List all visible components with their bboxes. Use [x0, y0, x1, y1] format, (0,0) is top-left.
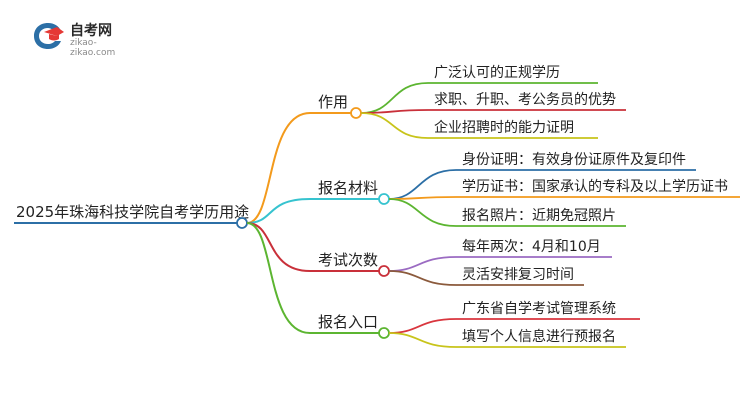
leaf-label-1-2: 求职、升职、考公务员的优势: [434, 92, 616, 108]
leaf-label-3-2: 灵活安排复习时间: [462, 266, 574, 283]
leaf-connector-4-1: [388, 318, 640, 334]
leaf-label-4-2: 填写个人信息进行预报名: [462, 328, 616, 345]
leaf-connector-3-2: [388, 270, 584, 286]
leaf-connector-2-3: [388, 198, 626, 227]
root-node[interactable]: [236, 217, 248, 229]
branch-connector-3: [246, 222, 311, 272]
leaf-label-1-1: 广泛认可的正规学历: [434, 65, 560, 81]
leaf-connector-1-2: [360, 109, 626, 114]
branch-node-3[interactable]: [378, 265, 390, 277]
leaf-connector-3-1: [388, 256, 612, 272]
branch-connector-2: [246, 198, 311, 224]
branch-connector-1: [246, 112, 311, 224]
leaf-connector-2-1: [388, 169, 696, 200]
site-logo[interactable]: 自考网 zikao-zikao.com: [30, 18, 140, 58]
branch-label-3: 考试次数: [318, 251, 378, 269]
leaf-connector-2-2: [388, 196, 740, 200]
logo-title: 自考网: [70, 23, 112, 39]
leaf-connector-4-2: [388, 332, 626, 348]
graduation-cap-icon: [34, 23, 64, 49]
branch-label-1: 作用: [318, 93, 348, 111]
leaf-label-4-1: 广东省自学考试管理系统: [462, 301, 616, 317]
branch-label-4: 报名入口: [318, 313, 378, 331]
leaf-label-3-1: 每年两次：4月和10月: [462, 239, 601, 255]
branch-connector-4: [246, 222, 311, 334]
leaf-connector-1-1: [360, 82, 598, 114]
branch-label-2: 报名材料: [318, 179, 378, 197]
root-label: 2025年珠海科技学院自考学历用途: [16, 203, 249, 221]
branch-node-1[interactable]: [350, 107, 362, 119]
branch-node-4[interactable]: [378, 327, 390, 339]
leaf-connector-1-3: [360, 112, 598, 139]
logo-url: zikao-zikao.com: [70, 38, 116, 58]
leaf-label-2-2: 学历证书：国家承认的专科及以上学历证书: [462, 178, 728, 195]
leaf-label-2-1: 身份证明：有效身份证原件及复印件: [462, 151, 686, 168]
leaf-label-1-3: 企业招聘时的能力证明: [434, 119, 574, 136]
branch-node-2[interactable]: [378, 193, 390, 205]
leaf-label-2-3: 报名照片：近期免冠照片: [462, 208, 616, 224]
